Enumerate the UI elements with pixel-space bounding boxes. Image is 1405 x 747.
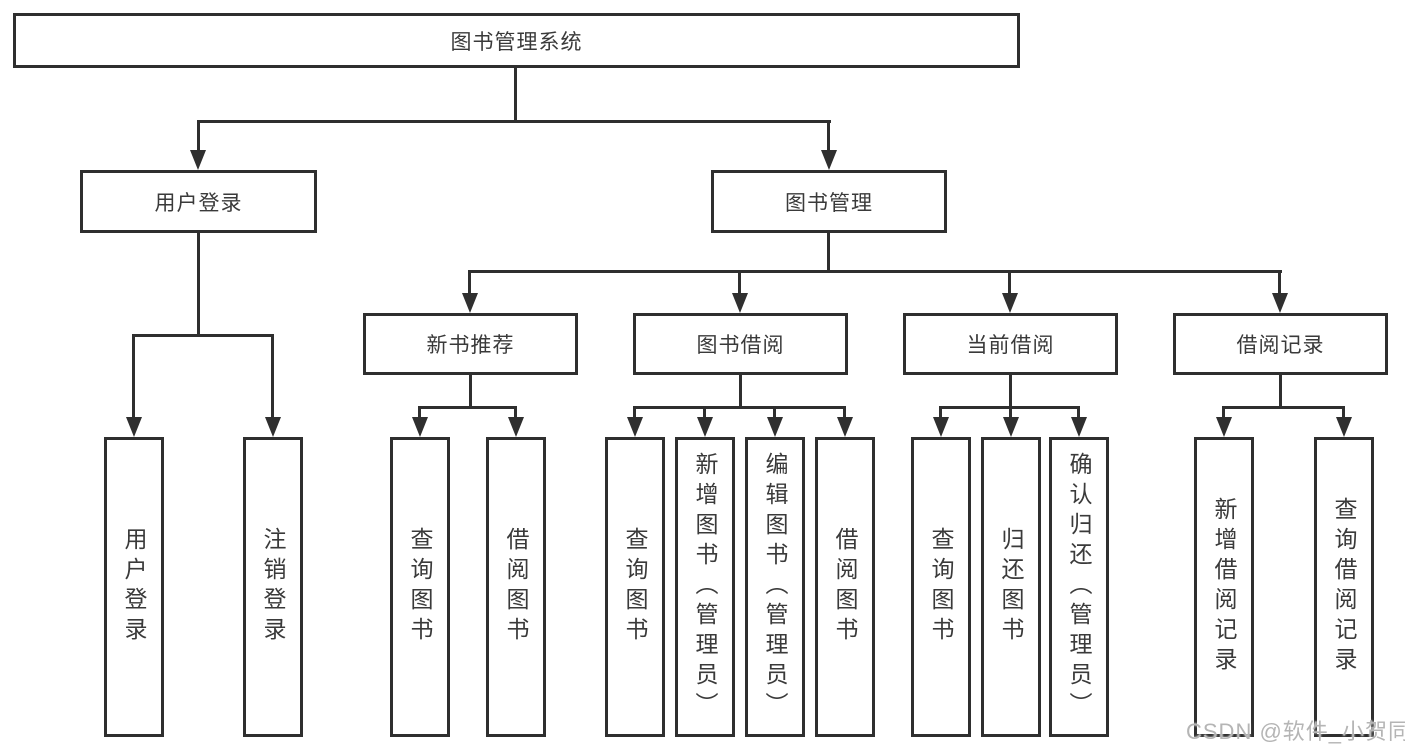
connector-recommend-stem bbox=[469, 375, 472, 408]
connector-mgmt-drop-2 bbox=[738, 270, 741, 296]
arrowhead-down-icon bbox=[1272, 293, 1288, 313]
node-book-borrow: 图书借阅 bbox=[633, 313, 848, 375]
connector-leaf-drop bbox=[939, 406, 942, 420]
node-book-management: 图书管理 bbox=[711, 170, 947, 233]
leaf-add-book-admin: 新增图书（管理员） bbox=[675, 437, 735, 737]
connector-leaf-drop bbox=[843, 406, 846, 420]
arrowhead-down-icon bbox=[697, 417, 713, 437]
node-user-login-label: 用户登录 bbox=[154, 191, 243, 215]
leaf-user-login: 用户登录 bbox=[104, 437, 164, 737]
arrowhead-down-icon bbox=[190, 150, 206, 170]
arrowhead-down-icon bbox=[933, 417, 949, 437]
connector-record-bar bbox=[1223, 406, 1345, 409]
arrowhead-down-icon bbox=[837, 417, 853, 437]
node-book-management-label: 图书管理 bbox=[785, 191, 873, 215]
connector-leaf-drop bbox=[1077, 406, 1080, 420]
leaf-label: 查询图书 bbox=[622, 527, 648, 647]
arrowhead-down-icon bbox=[1336, 417, 1352, 437]
connector-leaf-drop bbox=[418, 406, 421, 420]
leaf-query-book-borrow: 查询图书 bbox=[605, 437, 665, 737]
watermark-text: CSDN @软件_小贺同学 bbox=[1186, 719, 1405, 744]
arrowhead-down-icon bbox=[732, 293, 748, 313]
connector-mgmt-bar bbox=[469, 270, 1282, 273]
connector-login-bar bbox=[132, 334, 274, 337]
leaf-label: 查询借阅记录 bbox=[1331, 497, 1357, 677]
leaf-label: 借阅图书 bbox=[832, 527, 858, 647]
arrowhead-down-icon bbox=[821, 150, 837, 170]
connector-record-stem bbox=[1279, 375, 1282, 408]
arrowhead-down-icon bbox=[627, 417, 643, 437]
connector-recommend-bar bbox=[419, 406, 517, 409]
node-user-login: 用户登录 bbox=[80, 170, 317, 233]
leaf-label: 查询图书 bbox=[407, 527, 433, 647]
arrowhead-down-icon bbox=[1003, 417, 1019, 437]
node-current-borrow-label: 当前借阅 bbox=[966, 334, 1055, 357]
connector-login-drop-1 bbox=[132, 334, 135, 420]
leaf-query-book-recommend: 查询图书 bbox=[390, 437, 450, 737]
connector-leaf-drop bbox=[773, 406, 776, 420]
connector-root-right-drop bbox=[827, 120, 830, 154]
leaf-confirm-return-admin: 确认归还（管理员） bbox=[1049, 437, 1109, 737]
leaf-label: 查询图书 bbox=[928, 527, 954, 647]
node-borrow-record-label: 借阅记录 bbox=[1236, 334, 1325, 357]
arrowhead-down-icon bbox=[767, 417, 783, 437]
connector-root-bar bbox=[197, 120, 831, 123]
connector-borrow-stem bbox=[739, 375, 742, 408]
arrowhead-down-icon bbox=[1216, 417, 1232, 437]
connector-mgmt-drop-4 bbox=[1278, 270, 1281, 296]
leaf-return-book: 归还图书 bbox=[981, 437, 1041, 737]
arrowhead-down-icon bbox=[1002, 293, 1018, 313]
node-root-system: 图书管理系统 bbox=[13, 13, 1020, 68]
leaf-label: 注销登录 bbox=[260, 527, 286, 647]
node-root-label: 图书管理系统 bbox=[450, 30, 583, 54]
leaf-edit-book-admin: 编辑图书（管理员） bbox=[745, 437, 805, 737]
arrowhead-down-icon bbox=[126, 417, 142, 437]
leaf-query-borrow-record: 查询借阅记录 bbox=[1314, 437, 1374, 737]
leaf-borrow-book-recommend: 借阅图书 bbox=[486, 437, 546, 737]
connector-leaf-drop bbox=[1342, 406, 1345, 420]
leaf-label: 新增借阅记录 bbox=[1211, 497, 1237, 677]
leaf-label: 归还图书 bbox=[998, 527, 1024, 647]
connector-leaf-drop bbox=[514, 406, 517, 420]
connector-leaf-drop bbox=[1222, 406, 1225, 420]
connector-mgmt-drop-3 bbox=[1008, 270, 1011, 296]
node-borrow-record: 借阅记录 bbox=[1173, 313, 1388, 375]
connector-mgmt-drop-1 bbox=[468, 270, 471, 296]
connector-leaf-drop bbox=[703, 406, 706, 420]
node-new-book-recommend-label: 新书推荐 bbox=[426, 334, 515, 357]
leaf-add-borrow-record: 新增借阅记录 bbox=[1194, 437, 1254, 737]
leaf-label: 用户登录 bbox=[121, 527, 147, 647]
leaf-query-book-current: 查询图书 bbox=[911, 437, 971, 737]
connector-leaf-drop bbox=[1009, 406, 1012, 420]
connector-login-stem bbox=[197, 233, 200, 337]
connector-root-stem bbox=[514, 68, 517, 122]
node-current-borrow: 当前借阅 bbox=[903, 313, 1118, 375]
leaf-label: 借阅图书 bbox=[503, 527, 529, 647]
connector-current-stem bbox=[1009, 375, 1012, 408]
connector-root-left-drop bbox=[197, 120, 200, 154]
leaf-label: 确认归还（管理员） bbox=[1066, 452, 1092, 722]
leaf-logout: 注销登录 bbox=[243, 437, 303, 737]
connector-leaf-drop bbox=[633, 406, 636, 420]
arrowhead-down-icon bbox=[1071, 417, 1087, 437]
leaf-label: 新增图书（管理员） bbox=[692, 452, 718, 722]
arrowhead-down-icon bbox=[462, 293, 478, 313]
connector-mgmt-stem bbox=[827, 233, 830, 273]
leaf-label: 编辑图书（管理员） bbox=[762, 452, 788, 722]
arrowhead-down-icon bbox=[508, 417, 524, 437]
node-book-borrow-label: 图书借阅 bbox=[696, 334, 785, 357]
arrowhead-down-icon bbox=[412, 417, 428, 437]
node-new-book-recommend: 新书推荐 bbox=[363, 313, 578, 375]
connector-login-drop-2 bbox=[271, 334, 274, 420]
arrowhead-down-icon bbox=[265, 417, 281, 437]
connector-borrow-bar bbox=[634, 406, 846, 409]
leaf-borrow-book: 借阅图书 bbox=[815, 437, 875, 737]
